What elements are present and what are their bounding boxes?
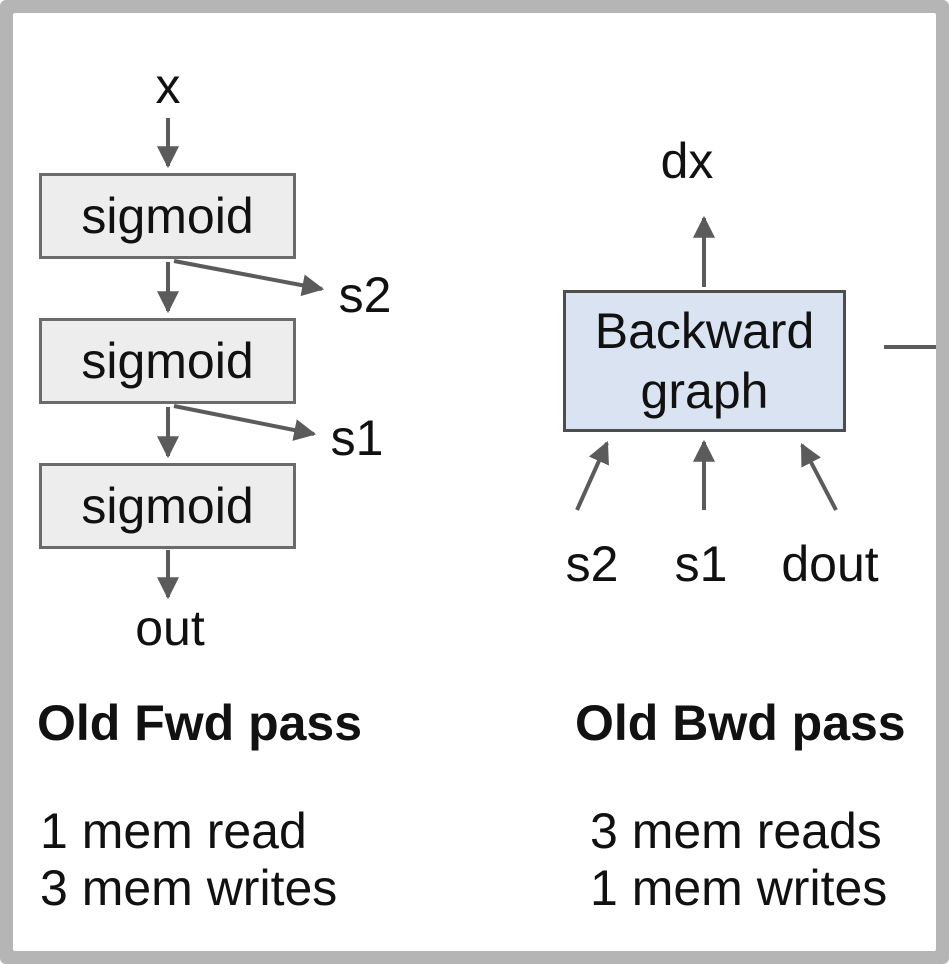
- saved-output-s2-label: s2: [338, 267, 392, 323]
- backward-graph-node: Backward graph: [563, 290, 846, 432]
- sigmoid-node-2: sigmoid: [39, 318, 296, 404]
- backward-graph-label-line2: graph: [640, 363, 769, 419]
- backward-graph-label-line1: Backward: [594, 303, 815, 359]
- saved-output-s1-label: s1: [330, 410, 384, 466]
- sigmoid-node-3: sigmoid: [39, 463, 296, 549]
- backward-stat-reads: 3 mem reads: [590, 803, 882, 859]
- forward-stat-reads: 1 mem read: [40, 803, 307, 859]
- sigmoid-node-1: sigmoid: [39, 173, 296, 259]
- backward-output-label: dx: [660, 133, 714, 189]
- backward-input-s2-label: s2: [565, 536, 619, 592]
- backward-stats: 3 mem reads 1 mem writes: [590, 803, 887, 917]
- sigmoid-node-2-label: sigmoid: [81, 333, 254, 389]
- forward-stats: 1 mem read 3 mem writes: [40, 803, 337, 917]
- forward-title: Old Fwd pass: [37, 695, 363, 751]
- forward-stat-writes: 3 mem writes: [40, 860, 338, 916]
- backward-input-dout-label: dout: [781, 536, 879, 592]
- sigmoid-node-1-label: sigmoid: [81, 188, 254, 244]
- backward-title: Old Bwd pass: [575, 695, 906, 751]
- forward-input-label: x: [155, 58, 181, 114]
- sigmoid-node-3-label: sigmoid: [81, 478, 254, 534]
- forward-output-label: out: [135, 600, 205, 656]
- backward-input-s1-label: s1: [674, 536, 728, 592]
- backward-stat-writes: 1 mem writes: [590, 860, 888, 916]
